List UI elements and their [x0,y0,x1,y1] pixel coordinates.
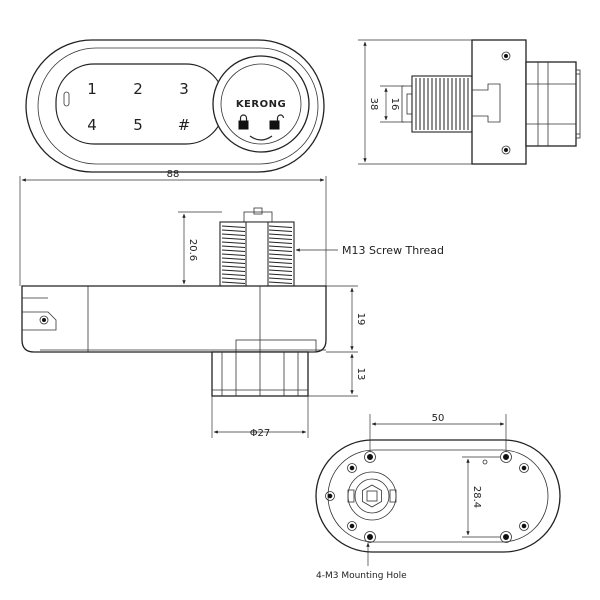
side-knob [525,61,577,147]
mounting-callout: 4-M3 Mounting Hole [316,571,407,581]
plate-screw [347,463,357,473]
plate-screw [482,459,488,465]
dim-thread-length: 20.6 [187,239,198,261]
central-hub [347,471,397,521]
plate-screw [519,463,529,473]
plate-screw [519,521,529,531]
dim-side-height: 38 [368,98,379,111]
key-3: 3 [179,80,189,98]
rotate-arc-icon [249,135,273,141]
dim-overall-width: 88 [167,169,180,180]
front-inner-rim [37,47,319,165]
plate-screw [347,521,357,531]
back-view: 50 28.4 4-M3 Mounting Hole [315,413,561,581]
thread-callout: M13 Screw Thread [342,244,444,257]
status-led [63,91,70,107]
front-view: 1 2 3 4 5 # KERONG [25,39,325,173]
side-screw [39,315,49,325]
dim-knob-height: 13 [355,368,366,381]
key-4: 4 [87,116,97,134]
dim-hole-spacing-y: 28.4 [471,486,482,508]
side-view: 38 16 [358,39,581,165]
brand-logo: KERONG [236,99,286,110]
mounting-hole [500,531,512,543]
mounting-hole [364,531,376,543]
mounting-hole [500,451,512,463]
middle-view: 88 20.6 M13 Screw Thread [19,169,444,439]
key-5: 5 [133,116,143,134]
dim-body-height: 19 [355,313,366,326]
lock-closed-icon [238,114,249,130]
dim-hole-spacing-x: 50 [432,413,445,424]
key-hash: # [178,116,191,134]
screw-thread [219,221,295,287]
dim-knob-diameter: Φ27 [250,428,271,439]
lock-open-icon [269,114,285,130]
front-knob-inner [220,63,302,145]
side-thread [411,75,473,133]
key-2: 2 [133,80,143,98]
dim-side-inner: 16 [389,98,400,111]
back-plate [315,439,561,553]
key-1: 1 [87,80,97,98]
middle-body [21,285,327,353]
plate-screw [325,491,335,501]
side-bracket [22,311,57,331]
side-body [471,39,527,165]
